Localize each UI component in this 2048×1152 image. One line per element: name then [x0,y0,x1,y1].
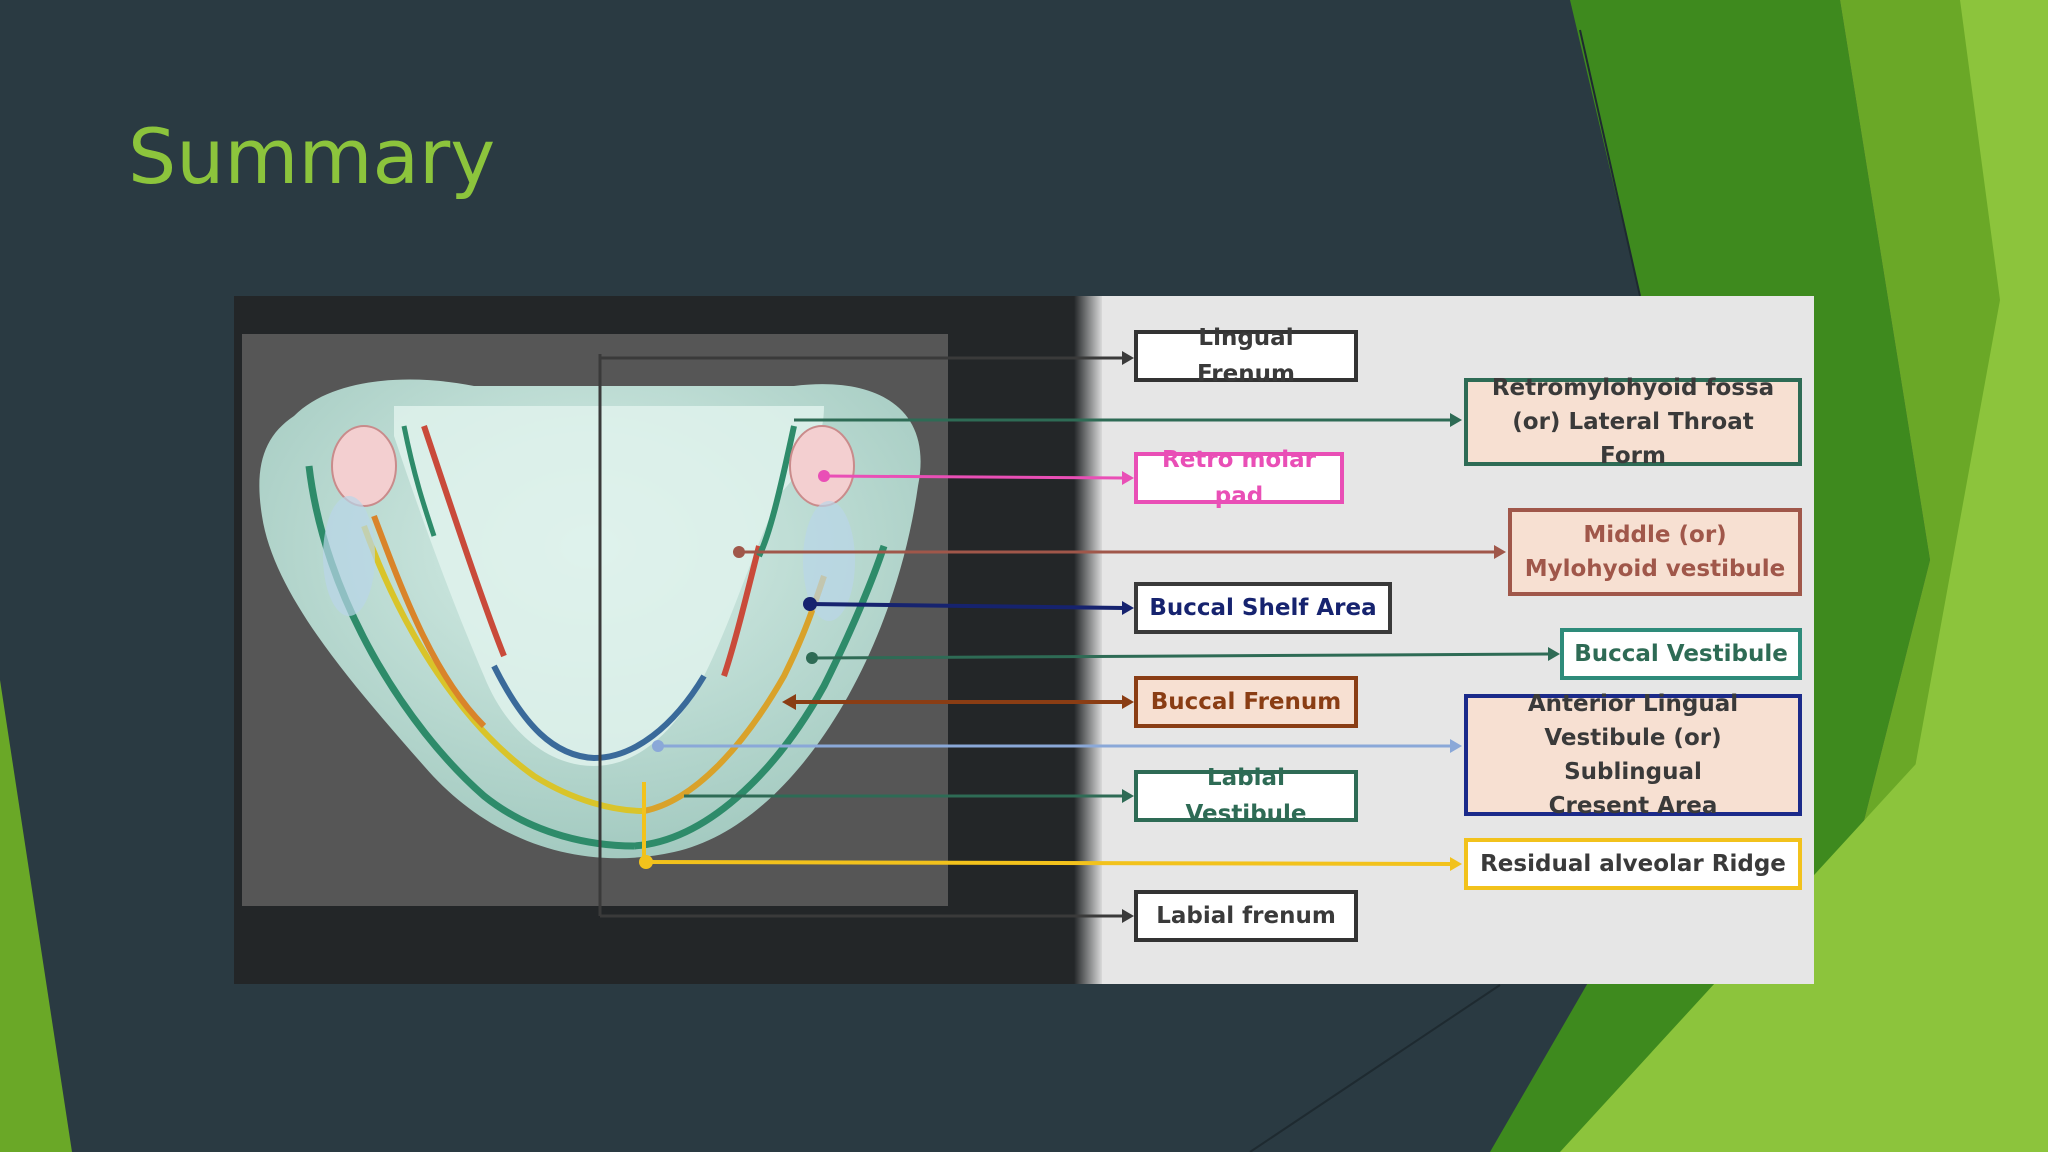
diagram-artwork [234,296,1814,984]
tracing-red-left [421,425,507,658]
label-middle-line1: Middle (or) [1583,522,1727,548]
label-anterior-line2: Vestibule (or) Sublingual [1544,725,1722,785]
label-labial-vestibule: Labial Vestibule [1134,765,1358,827]
denture-impression-diagram: Lingual Frenum Retromylohyoid fossa (or)… [234,296,1814,984]
fade-strip [1074,296,1104,984]
label-buccal-shelf-area: Buccal Shelf Area [1134,582,1392,634]
leader-line-buccal-shelf [803,597,1134,615]
leader-line-residual-ridge [639,782,1462,871]
tracing-orange-left [371,514,487,729]
label-retromylohyoid-line2: (or) Lateral Throat Form [1512,409,1754,469]
label-retromylohyoid-line1: Retromylohyoid fossa [1491,375,1775,401]
tracing-red-right [721,545,762,677]
retromolar-pad-right [789,425,855,507]
buccal-shelf-right [803,501,855,621]
label-anterior-line1: Anterior Lingual [1527,691,1739,717]
label-retro-molar-pad: Retro molar pad [1134,447,1344,509]
tracing-yellow-left [361,524,645,814]
label-buccal-frenum: Buccal Frenum [1134,676,1358,728]
label-middle-line2: Mylohyoid vestibule [1524,556,1786,582]
label-residual-alveolar-ridge: Residual alveolar Ridge [1464,838,1802,890]
tracing-green-inner-left [401,425,437,537]
slide-title: Summary [128,112,496,201]
retromolar-pad-left [331,425,397,507]
tracing-blue-bottom [491,664,707,762]
label-buccal-vestibule: Buccal Vestibule [1560,628,1802,680]
leader-line-anterior-lingual [652,739,1462,753]
bg-thin-line-2 [1249,984,1501,1152]
label-anterior-line3: Cresent Area [1548,793,1718,819]
leader-line-labial-vestibule [684,789,1134,803]
leader-line-buccal-frenum [782,694,1134,710]
leader-line-middle [733,545,1506,559]
buccal-shelf-left [323,496,375,616]
leader-line-retro-molar-pad [818,470,1134,485]
leader-line-retromylohyoid [794,413,1462,427]
label-retromylohyoid-fossa: Retromylohyoid fossa (or) Lateral Throat… [1464,375,1802,469]
label-labial-frenum: Labial frenum [1134,890,1358,942]
tracing-green-inner-right [756,425,797,558]
label-middle-mylohyoid-vestibule: Middle (or) Mylohyoid vestibule [1508,508,1802,596]
leader-line-lingual-frenum [600,351,1134,365]
label-lingual-frenum: Lingual Frenum [1134,325,1358,387]
leader-line-buccal-vestibule [806,647,1560,664]
label-anterior-lingual-vestibule: Anterior Lingual Vestibule (or) Sublingu… [1464,691,1802,819]
leader-line-labial-frenum [600,909,1134,923]
bg-thin-line [1579,29,1641,297]
bg-green-shape-left [0,680,72,1152]
